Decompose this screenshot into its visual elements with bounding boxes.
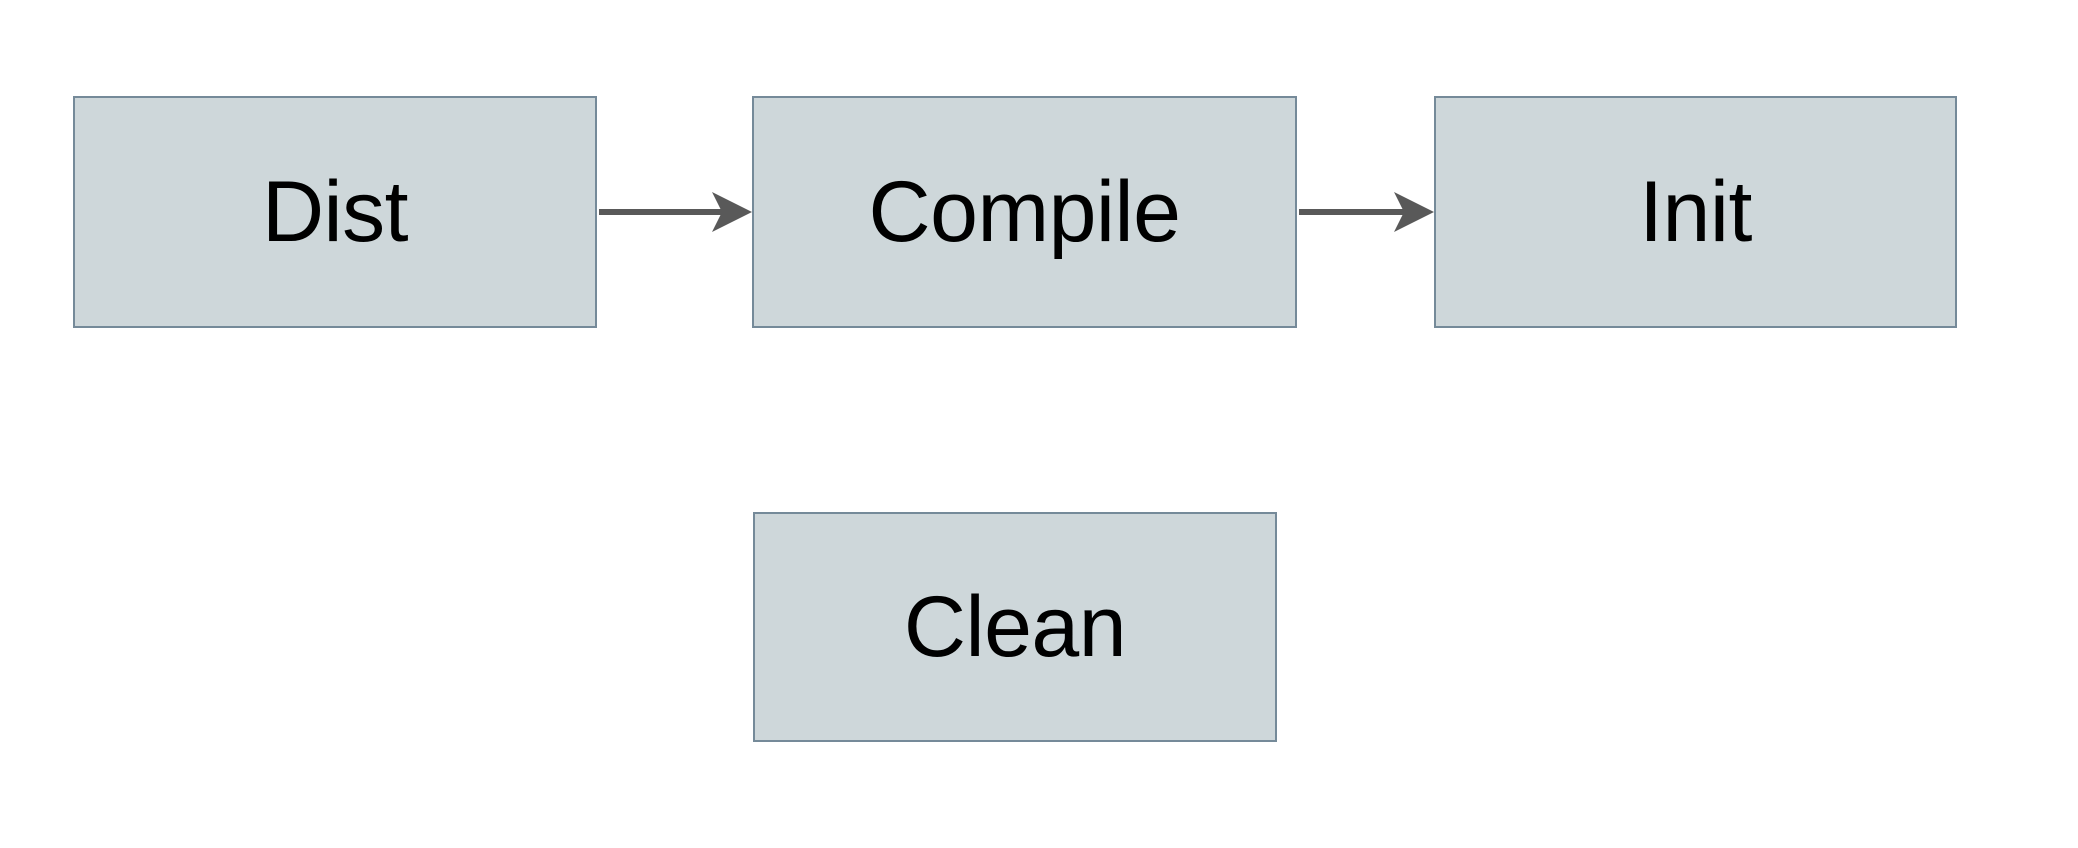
node-dist[interactable]: Dist — [73, 96, 597, 328]
node-init[interactable]: Init — [1434, 96, 1957, 328]
node-compile-label: Compile — [868, 164, 1181, 260]
edge-compile-to-init — [1299, 192, 1434, 232]
edge-compile-to-init-arrowhead — [1394, 192, 1434, 232]
node-dist-label: Dist — [261, 164, 409, 260]
node-clean-label: Clean — [903, 579, 1127, 675]
node-init-label: Init — [1639, 164, 1752, 260]
node-clean[interactable]: Clean — [753, 512, 1277, 742]
edge-dist-to-compile-arrowhead — [712, 192, 752, 232]
node-compile[interactable]: Compile — [752, 96, 1297, 328]
edge-dist-to-compile — [599, 192, 752, 232]
